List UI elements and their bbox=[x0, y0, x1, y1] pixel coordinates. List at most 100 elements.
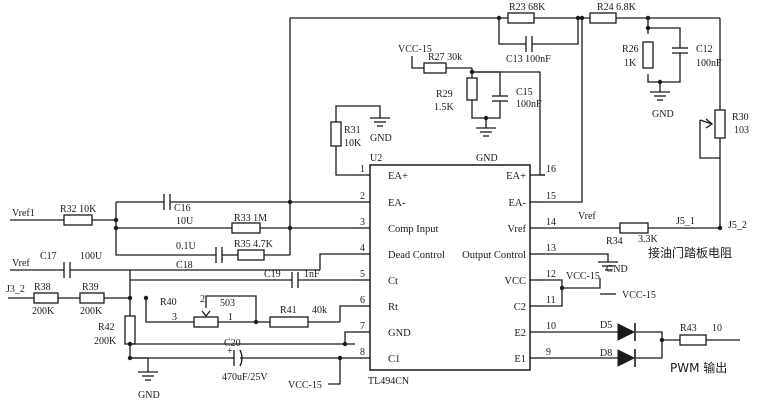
pin-1-num: 1 bbox=[360, 164, 365, 175]
right-side-wires bbox=[545, 210, 721, 307]
r43-value: 10 bbox=[712, 323, 722, 334]
pin-5-num: 5 bbox=[360, 269, 365, 280]
pin-1-name: EA+ bbox=[388, 171, 408, 182]
r39-value: 200K bbox=[80, 306, 103, 317]
pin-3-num: 3 bbox=[360, 217, 365, 228]
resistor-r38 bbox=[33, 292, 59, 304]
pin-11-num: 11 bbox=[546, 295, 556, 306]
r29-ref: R29 bbox=[436, 89, 453, 100]
r26-ref: R26 bbox=[622, 44, 639, 55]
resistor-r27 bbox=[423, 62, 447, 74]
r29-value: 1.5K bbox=[434, 102, 455, 113]
pin-2-num: 2 bbox=[360, 191, 365, 202]
gnd-label-top-right: GND bbox=[652, 109, 674, 120]
top-feedback-wires bbox=[289, 17, 721, 210]
r42-ref: R42 bbox=[98, 322, 115, 333]
gnd-symbol-main bbox=[138, 371, 158, 381]
vref1-label: Vref1 bbox=[12, 208, 35, 219]
vref-right-label: Vref bbox=[578, 211, 596, 222]
capacitor-c13 bbox=[525, 36, 533, 52]
pin-9-num: 9 bbox=[546, 347, 551, 358]
c20-ref: C20 bbox=[224, 338, 241, 349]
pin-2-name: EA- bbox=[388, 198, 406, 209]
capacitor-c19 bbox=[291, 272, 299, 288]
gnd-symbol-pin13 bbox=[598, 261, 618, 271]
gnd-label-main: GND bbox=[138, 390, 160, 401]
vcc15-bottom-label: VCC-15 bbox=[288, 380, 322, 391]
pin-13-num: 13 bbox=[546, 243, 556, 254]
r23-label: R23 68K bbox=[509, 2, 546, 13]
c12-value: 100nF bbox=[696, 58, 722, 69]
vref-left-label: Vref bbox=[12, 258, 30, 269]
diode-d5 bbox=[617, 323, 636, 341]
capacitor-c16 bbox=[163, 194, 171, 210]
r30-ref: R30 bbox=[732, 112, 749, 123]
pin-16-num: 16 bbox=[546, 164, 556, 175]
diode-d8 bbox=[617, 349, 636, 367]
gnd-label-pin13: GND bbox=[606, 264, 628, 275]
potentiometer-r40 bbox=[193, 316, 219, 328]
vcc15-right-upper-label: VCC-15 bbox=[566, 271, 600, 282]
resistor-r41 bbox=[269, 316, 309, 328]
r41-ref: R41 bbox=[280, 305, 297, 316]
c15-value: 100nF bbox=[516, 99, 542, 110]
gnd-c1-wires bbox=[130, 331, 355, 385]
resistor-r31 bbox=[330, 121, 342, 147]
output-wires bbox=[545, 331, 740, 359]
pin-14-num: 14 bbox=[546, 217, 556, 228]
c16-ref: C16 bbox=[174, 203, 191, 214]
capacitor-c17 bbox=[63, 262, 71, 278]
pin-5-name: Ct bbox=[388, 276, 398, 287]
r33-label: R33 1M bbox=[234, 213, 267, 224]
r31-wires bbox=[335, 105, 381, 176]
pin-9-name: E1 bbox=[514, 354, 526, 365]
pin-7-name: GND bbox=[388, 328, 411, 339]
pwm-output-annotation: PWM 输出 bbox=[670, 360, 727, 375]
resistor-r34 bbox=[619, 222, 649, 234]
c17-value: 100U bbox=[80, 251, 103, 262]
ic-u2-body bbox=[369, 164, 531, 371]
resistor-r29 bbox=[466, 77, 478, 101]
r34-ref: R34 bbox=[606, 236, 623, 247]
ic-u2-part: TL494CN bbox=[368, 376, 409, 387]
rt-network-wires bbox=[145, 295, 355, 323]
pedal-annotation: 接油门踏板电阻 bbox=[648, 245, 732, 260]
pin-12-num: 12 bbox=[546, 269, 556, 280]
pin-7-num: 7 bbox=[360, 321, 365, 332]
ic-right-pin-stubs bbox=[530, 174, 545, 359]
r40-ref: R40 bbox=[160, 297, 177, 308]
r42-value: 200K bbox=[94, 336, 117, 347]
capacitor-c18 bbox=[215, 247, 223, 263]
c16-value: 10U bbox=[176, 216, 194, 227]
r27-label: R27 30k bbox=[428, 52, 462, 63]
resistor-r33 bbox=[231, 222, 261, 234]
deadtime-wires bbox=[10, 253, 355, 271]
pin-12-name: VCC bbox=[504, 276, 526, 287]
vcc15-top-label: VCC-15 bbox=[398, 44, 432, 55]
pin-3-name: Comp Input bbox=[388, 224, 439, 235]
r39-ref: R39 bbox=[82, 282, 99, 293]
pin-10-num: 10 bbox=[546, 321, 556, 332]
resistor-r42 bbox=[124, 315, 136, 345]
junction-dots bbox=[113, 15, 723, 361]
capacitor-c12 bbox=[672, 47, 688, 54]
ic-left-pin-stubs bbox=[355, 174, 370, 359]
c13-label: C13 100nF bbox=[506, 54, 551, 65]
r31-ref: R31 bbox=[344, 125, 361, 136]
pin-10-name: E2 bbox=[514, 328, 526, 339]
r27-block-wires bbox=[411, 56, 545, 176]
resistor-r32 bbox=[63, 214, 93, 226]
pin-6-num: 6 bbox=[360, 295, 365, 306]
pin-15-name: EA- bbox=[509, 198, 527, 209]
r24-label: R24 6.8K bbox=[597, 2, 637, 13]
r31-value: 10K bbox=[344, 138, 362, 149]
c20-value: 470uF/25V bbox=[222, 372, 268, 383]
j5-2-label: J5_2 bbox=[728, 220, 747, 231]
r40-wiper bbox=[201, 310, 211, 318]
c19-value: 1nF bbox=[304, 269, 320, 280]
r30-wiper bbox=[699, 118, 714, 129]
r40-value: 503 bbox=[220, 298, 235, 309]
r26-value: 1K bbox=[624, 58, 637, 69]
r40-pin-2: 2 bbox=[200, 294, 205, 305]
